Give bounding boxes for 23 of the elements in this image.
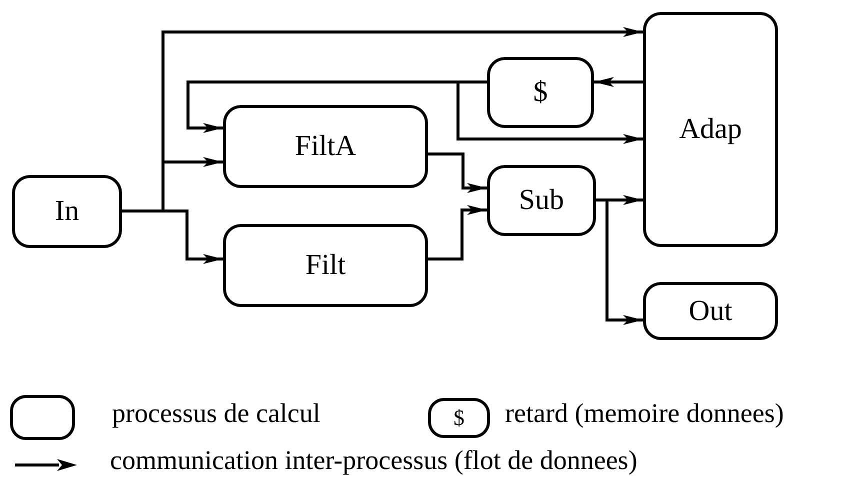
arrow [594, 77, 643, 87]
legend-text: communication inter-processus (flot de donnees) [110, 445, 638, 476]
arrow [428, 205, 487, 260]
process-box [12, 175, 122, 248]
process-box [223, 105, 428, 188]
arrow [456, 80, 643, 144]
legend-symbol: $ [454, 405, 464, 431]
arrow [428, 152, 487, 193]
node-label: FiltA [294, 130, 356, 163]
node-label: Filt [305, 249, 346, 282]
process-box [643, 282, 778, 340]
node-label: Adap [679, 113, 742, 146]
node-label: Out [688, 294, 732, 328]
process-box [487, 57, 594, 128]
process-box [643, 12, 778, 247]
node-label: Sub [518, 184, 564, 217]
arrow [596, 198, 643, 325]
process-box [487, 165, 596, 236]
node-label: In [54, 195, 80, 228]
node-label: $ [533, 76, 548, 109]
process-box [223, 224, 428, 307]
legend-text: processus de calcul [112, 398, 320, 429]
legend-text: retard (memoire donnees) [505, 398, 784, 429]
